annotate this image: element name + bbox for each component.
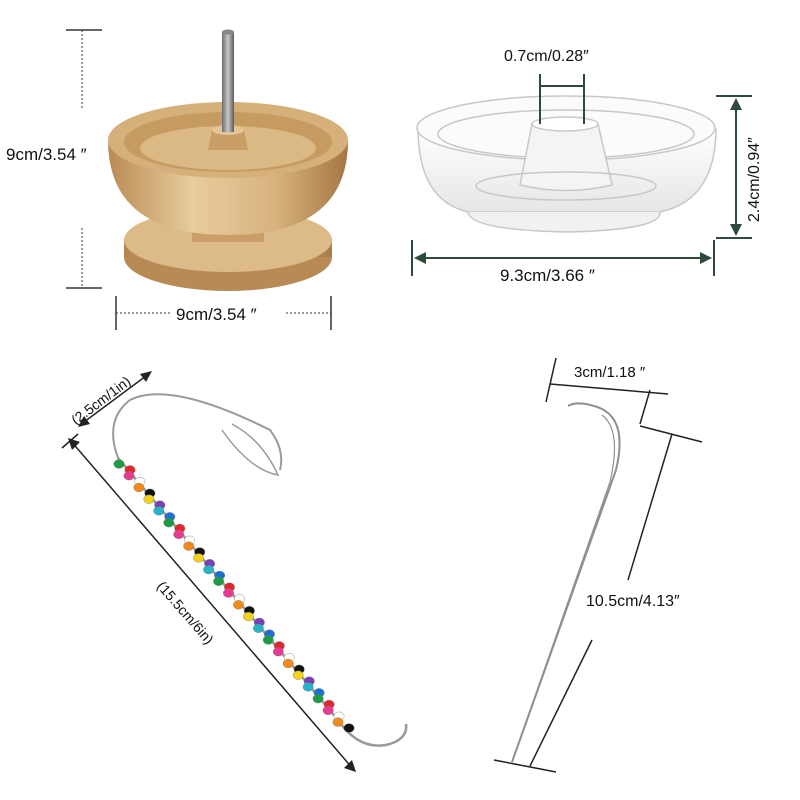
wood-height-dimension (66, 29, 102, 289)
bead (143, 494, 155, 504)
bead (343, 723, 355, 733)
bead (173, 529, 185, 540)
bead (183, 541, 195, 551)
bead (123, 471, 135, 481)
hook-length-label: 10.5cm/4.13″ (586, 593, 680, 610)
bead (272, 647, 284, 657)
bead (223, 588, 234, 598)
bead-strand (113, 459, 355, 733)
beading-needle (112, 393, 408, 747)
wood-width-dimension (115, 296, 332, 330)
bead (133, 482, 145, 493)
bowl-height-label: 2.4cm/0.94″ (746, 137, 763, 222)
clear-bowl (416, 95, 717, 233)
bead (233, 600, 244, 610)
bead (193, 553, 205, 563)
needle-length-dimension (61, 433, 356, 772)
hook-needle (511, 402, 621, 763)
bead (262, 635, 274, 645)
bead (252, 623, 264, 633)
bowl-hole-dimension (539, 74, 585, 124)
bead (332, 717, 344, 727)
bead (312, 694, 324, 704)
bowl-width-dimension (411, 240, 715, 276)
wood-width-label: 9cm/3.54 ″ (176, 305, 257, 324)
bead (302, 682, 314, 692)
bowl-width-label: 9.3cm/3.66 ″ (500, 266, 595, 285)
bowl-hole-label: 0.7cm/0.28″ (504, 48, 589, 65)
bead (163, 518, 175, 528)
bead (242, 611, 254, 622)
needle-hook-dimension (78, 371, 152, 427)
bead (153, 506, 165, 516)
bead (322, 705, 334, 716)
wood-height-label: 9cm/3.54 ″ (6, 145, 87, 164)
bead (203, 564, 215, 575)
bead (213, 576, 225, 586)
bead (292, 670, 304, 680)
hook-length-dimension (493, 425, 703, 773)
wooden-bead-spinner (108, 29, 348, 291)
bead (282, 658, 294, 669)
hook-width-dimension (545, 357, 669, 425)
bead (113, 459, 125, 469)
bowl-height-dimension (716, 95, 752, 239)
hook-width-label: 3cm/1.18 ″ (574, 364, 646, 381)
